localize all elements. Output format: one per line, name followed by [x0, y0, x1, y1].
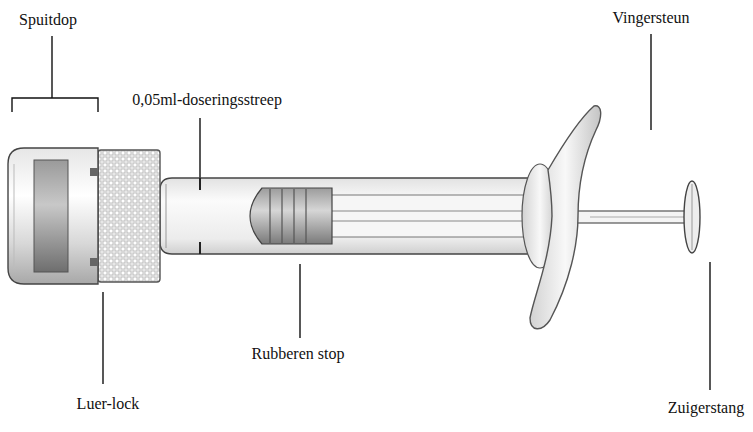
syringe-barrel	[160, 178, 530, 254]
rubber-stopper	[250, 188, 332, 244]
luer-lock	[98, 150, 160, 282]
finger-flange	[530, 106, 601, 329]
part-label: Vingersteun	[612, 8, 689, 27]
syringe-cap	[8, 148, 98, 284]
plunger-thumb-disc	[684, 181, 700, 253]
part-label: Zuigerstang	[668, 398, 744, 417]
leader-lines	[12, 34, 710, 390]
part-label: Rubberen stop	[252, 344, 345, 363]
plunger-rod	[560, 211, 690, 223]
part-label: Luer-lock	[77, 394, 140, 413]
part-label: Spuitdop	[19, 10, 77, 29]
part-label: 0,05ml-doseringsstreep	[132, 90, 282, 109]
